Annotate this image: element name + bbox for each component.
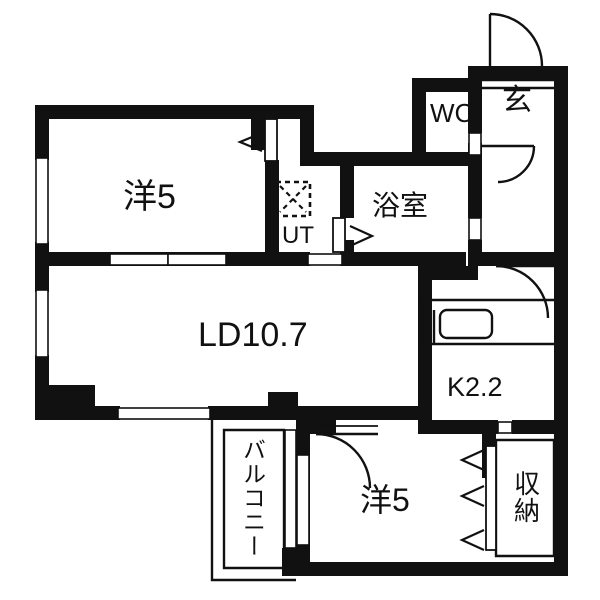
kitchen-counter-left: [422, 300, 554, 346]
door-closet-folding: [459, 445, 497, 552]
wall-kitchen-bottom-right: [512, 420, 568, 434]
window-wc-door: [468, 132, 482, 156]
window-balcony-side: [284, 429, 297, 549]
wall-hall-bottom: [482, 252, 568, 266]
wall-ut-left: [265, 160, 279, 266]
wall-wc-left: [412, 78, 426, 158]
window-ut-bottom: [307, 253, 343, 266]
doors: [237, 12, 554, 552]
window-corridor-vert: [468, 217, 482, 241]
wall-wc-top: [412, 78, 482, 92]
wall-kitchen-top: [418, 266, 478, 280]
wall-wc-bottom: [412, 152, 482, 166]
wall-corridor-top-edge: [300, 152, 425, 166]
window-kitchen-bottom: [497, 421, 513, 434]
windows: [35, 132, 513, 549]
pillar-balcony-right-top: [282, 392, 298, 420]
window-ld-balcony-door: [117, 407, 211, 420]
pillar-balcony-right-bottom: [282, 548, 298, 576]
door-entrance: [488, 12, 544, 67]
wall-bottom-outer: [296, 562, 568, 576]
wall-ld-bottom-mid: [208, 406, 268, 420]
door-lower-bedroom: [315, 425, 378, 489]
wall-ut-bottom-left: [265, 252, 310, 266]
wall-ut-bottom-right: [340, 252, 466, 266]
wall-left-ld-bottom: [35, 355, 49, 385]
wall-wc-right: [468, 78, 482, 133]
wall-left-ld-top: [35, 252, 49, 292]
wall-bedroom-right: [251, 105, 265, 150]
door-wc: [482, 144, 536, 184]
wall-entrance-left-upper: [468, 66, 482, 78]
wall-top-corridor: [300, 105, 314, 165]
balcony-inner-outline: [222, 428, 286, 570]
wall-left-upper: [35, 105, 49, 160]
door-bedroom-sliding: [237, 118, 278, 162]
door-hall-ld: [495, 264, 554, 319]
window-ld-left: [35, 289, 49, 358]
fixtures: [274, 180, 312, 218]
wall-corridor-right-low: [468, 240, 482, 266]
window-lower-bedroom-left: [296, 454, 310, 546]
closet-outline: [494, 438, 556, 558]
balcony-outline: [210, 420, 296, 582]
wall-ut-bath-divider: [340, 166, 354, 218]
wall-entrance-top: [468, 66, 568, 80]
window-bedroom-upper-left: [35, 157, 49, 245]
window-bedroom-bottom-a: [109, 253, 169, 266]
wall-right-outer: [554, 66, 568, 576]
wall-ld-bottom-right: [282, 406, 432, 420]
wall-corridor-right: [468, 166, 482, 218]
door-bathroom-sliding: [332, 217, 375, 253]
wall-top-upper-left: [35, 105, 300, 119]
wall-ld-bottom-left: [35, 406, 120, 420]
window-bedroom-bottom-b: [167, 253, 227, 266]
washing-machine-symbol: [274, 180, 312, 218]
kitchen-sink: [438, 308, 494, 340]
wall-kitchen-bottom: [418, 420, 498, 434]
